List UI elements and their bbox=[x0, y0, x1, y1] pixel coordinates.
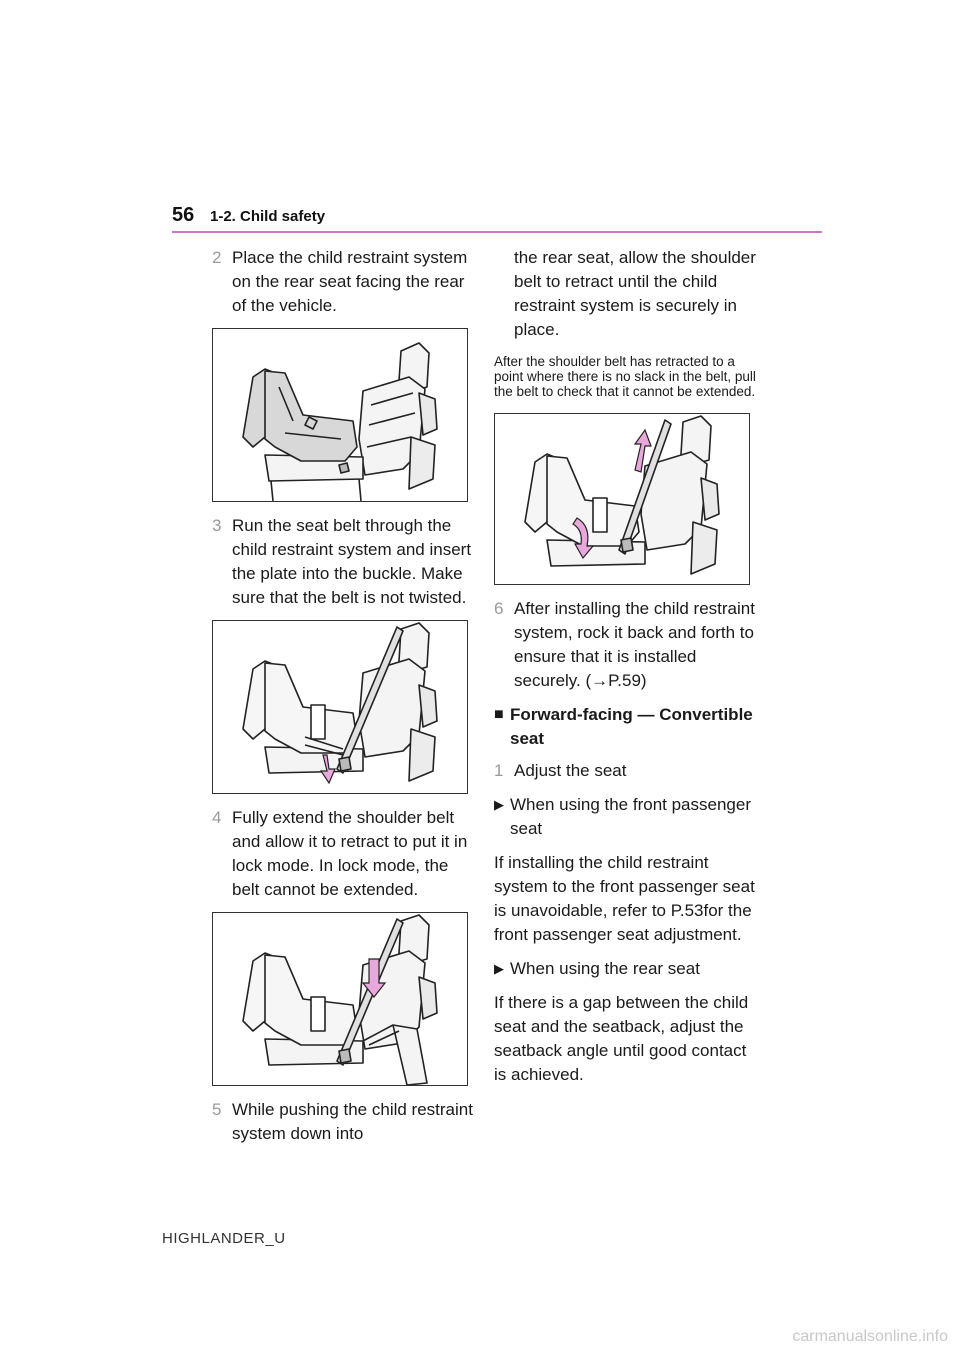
footer-model: HIGHLANDER_U bbox=[162, 1230, 286, 1247]
section-heading: ■ Forward-facing — Convertible seat bbox=[494, 703, 756, 751]
figure-belt-lock bbox=[212, 912, 468, 1086]
left-column: 2 Place the child restraint system on th… bbox=[212, 246, 474, 1156]
arrow-curved-down-icon bbox=[572, 517, 595, 560]
page-number: 56 bbox=[172, 204, 195, 226]
figure-seat-press bbox=[494, 413, 750, 585]
figure-belt-insertion bbox=[212, 620, 468, 794]
seat-placement-illustration bbox=[242, 342, 438, 501]
bullet-rear-seat: ▶ When using the rear seat bbox=[494, 957, 756, 981]
step-text: After installing the child restraint sys… bbox=[514, 599, 755, 690]
step-3: 3 Run the seat belt through the child re… bbox=[212, 514, 474, 610]
bullet-front-passenger: ▶ When using the front passenger seat bbox=[494, 793, 756, 841]
note-text: After the shoulder belt has retracted to… bbox=[494, 354, 756, 399]
step-2: 2 Place the child restraint system on th… bbox=[212, 246, 474, 318]
bullet-text: When using the rear seat bbox=[510, 959, 700, 978]
arrow-down-icon bbox=[361, 958, 387, 998]
step-text: Run the seat belt through the child rest… bbox=[232, 516, 472, 607]
right-column: the rear seat, allow the shoulder belt t… bbox=[494, 246, 756, 1097]
belt-lock-illustration bbox=[242, 914, 438, 1085]
watermark: carmanualsonline.info bbox=[792, 1328, 948, 1345]
step-6: 6 After installing the child restraint s… bbox=[494, 597, 756, 693]
paragraph-front-passenger: If installing the child restraint system… bbox=[494, 853, 755, 944]
belt-insertion-illustration bbox=[242, 622, 438, 785]
step-text: While pushing the child restraint system… bbox=[232, 1100, 473, 1143]
step-5-continued: the rear seat, allow the shoulder belt t… bbox=[514, 248, 756, 339]
triangle-bullet-icon: ▶ bbox=[494, 797, 504, 812]
page-header: 56 1-2. Child safety bbox=[172, 200, 822, 236]
step-number: 2 bbox=[212, 248, 222, 267]
paragraph-rear-seat: If there is a gap between the child seat… bbox=[494, 993, 749, 1084]
section-title: 1-2. Child safety bbox=[210, 208, 326, 225]
arrow-up-icon bbox=[633, 428, 652, 473]
arrow-down-icon bbox=[319, 754, 336, 785]
step-text: Fully extend the shoulder belt and allow… bbox=[232, 808, 468, 899]
step-number: 1 bbox=[494, 761, 504, 780]
step-text: Place the child restraint system on the … bbox=[232, 248, 468, 315]
step-number: 3 bbox=[212, 516, 222, 535]
step-1: 1 Adjust the seat bbox=[494, 759, 756, 783]
step-number: 6 bbox=[494, 599, 504, 618]
step-number: 5 bbox=[212, 1100, 222, 1119]
heading-text: Forward-facing — Convertible seat bbox=[510, 705, 753, 748]
header-rule bbox=[172, 231, 822, 233]
seat-press-illustration bbox=[524, 415, 720, 575]
step-number: 4 bbox=[212, 808, 222, 827]
bullet-text: When using the front passenger seat bbox=[510, 795, 751, 838]
triangle-bullet-icon: ▶ bbox=[494, 961, 504, 976]
step-4: 4 Fully extend the shoulder belt and all… bbox=[212, 806, 474, 902]
square-bullet-icon: ■ bbox=[494, 706, 504, 723]
step-5: 5 While pushing the child restraint syst… bbox=[212, 1098, 474, 1146]
figure-seat-placement bbox=[212, 328, 468, 502]
step-text: Adjust the seat bbox=[514, 761, 627, 780]
